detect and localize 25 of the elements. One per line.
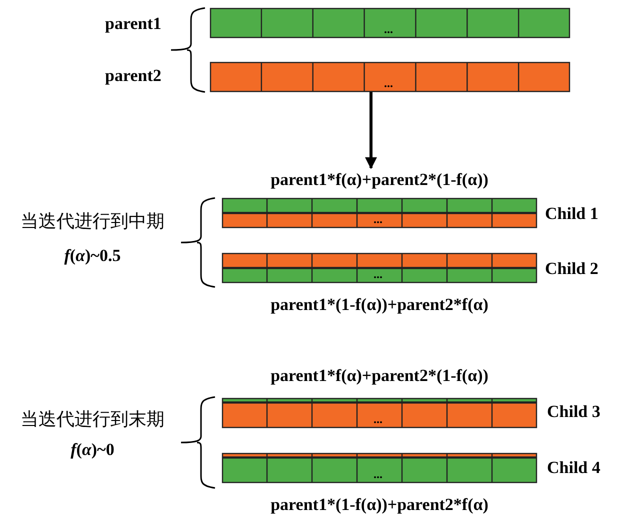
chromosome-bar xyxy=(210,62,570,92)
bar-label: Child 3 xyxy=(547,402,600,422)
ellipsis-text: ... xyxy=(374,269,382,279)
bar-label: Child 2 xyxy=(545,259,598,279)
chromosome-bar xyxy=(210,8,570,38)
formula-text: parent1*(1-f(α))+parent2*f(α) xyxy=(270,295,488,315)
formula-text: parent1*f(α)+parent2*(1-f(α)) xyxy=(270,170,488,190)
chromosome-bar xyxy=(222,170,537,228)
formula-text: f(α)~0.5 xyxy=(63,246,122,266)
bar-label: Child 1 xyxy=(545,204,598,224)
stage-label: 当迭代进行到中期 xyxy=(20,212,166,232)
arrow xyxy=(365,92,377,170)
bar-label: parent1 xyxy=(105,14,162,34)
ellipsis-text: ... xyxy=(374,414,382,424)
stage-label: 当迭代进行到末期 xyxy=(20,410,166,430)
chromosome-bar xyxy=(222,366,537,428)
ellipsis-text: ... xyxy=(384,78,393,88)
ellipsis-text: ... xyxy=(374,214,382,224)
bar-label: parent2 xyxy=(105,66,162,86)
formula-text: parent1*f(α)+parent2*(1-f(α)) xyxy=(270,366,488,386)
formula-text: parent1*(1-f(α))+parent2*f(α) xyxy=(270,495,488,515)
bar-label: Child 4 xyxy=(547,458,600,478)
ellipsis-text: ... xyxy=(384,24,393,34)
formula-text: f(α)~0 xyxy=(70,440,116,460)
ellipsis-text: ... xyxy=(374,469,382,479)
